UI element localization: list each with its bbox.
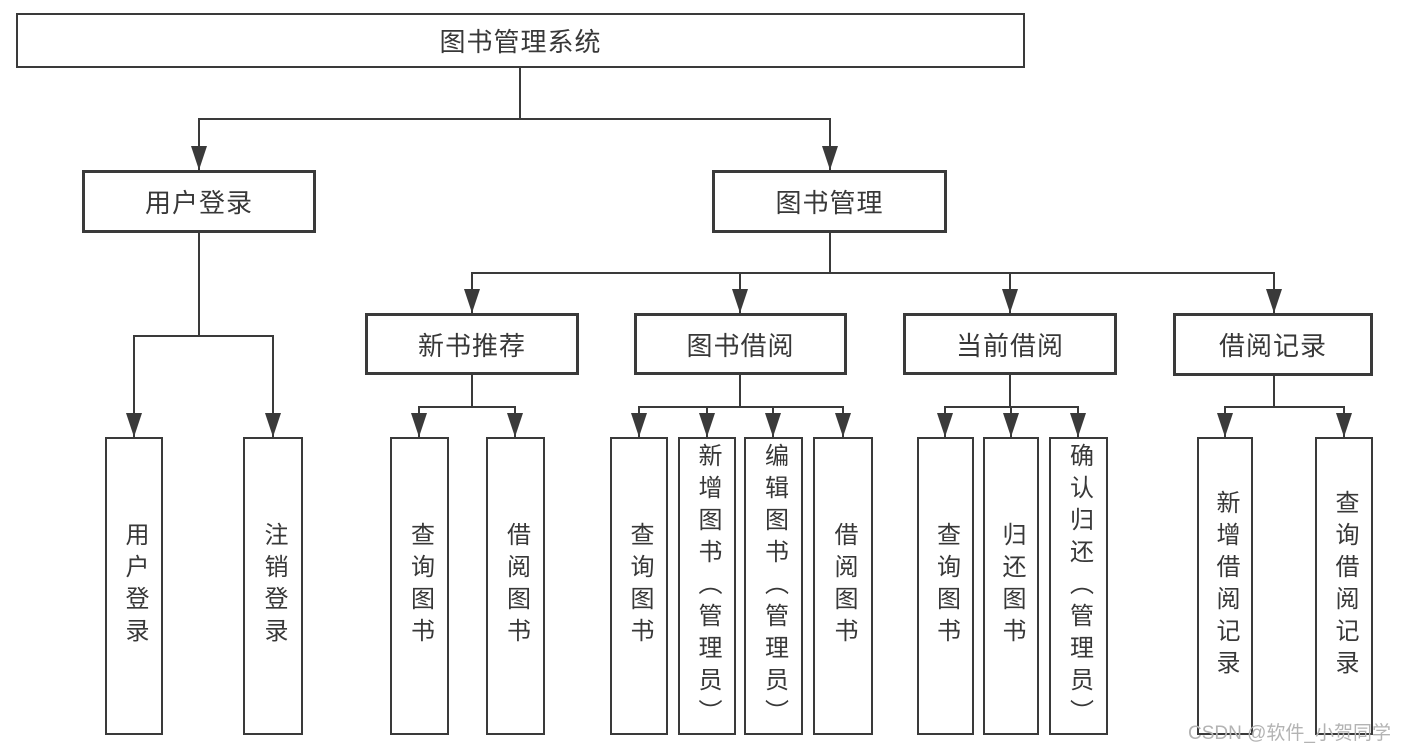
- leaf-borrowing-query-books: 查询图书: [610, 437, 668, 735]
- csdn-watermark: CSDN @软件_小贺同学: [1188, 723, 1391, 744]
- connector-line: [1224, 406, 1345, 408]
- leaf-recommend-borrow-books: 借阅图书: [486, 437, 545, 735]
- node-library-management-system: 图书管理系统: [16, 13, 1025, 68]
- node-book-borrowing: 图书借阅: [634, 313, 847, 375]
- node-new-book-recommend: 新书推荐: [365, 313, 579, 375]
- arrowhead-icon: [937, 413, 953, 437]
- arrowhead-icon: [732, 289, 748, 313]
- connector-line: [1273, 376, 1275, 408]
- connector-line: [829, 118, 831, 170]
- connector-line: [198, 233, 200, 336]
- arrowhead-icon: [265, 413, 281, 437]
- leaf-current-confirm-return-admin: 确认归还（管理员）: [1049, 437, 1108, 735]
- connector-line: [418, 406, 516, 408]
- arrowhead-icon: [1336, 413, 1352, 437]
- connector-line: [198, 118, 831, 120]
- leaf-borrowing-add-books-admin: 新增图书（管理员）: [678, 437, 736, 735]
- arrowhead-icon: [507, 413, 523, 437]
- leaf-current-query-books: 查询图书: [917, 437, 974, 735]
- arrowhead-icon: [835, 413, 851, 437]
- arrowhead-icon: [699, 413, 715, 437]
- arrowhead-icon: [1002, 289, 1018, 313]
- arrowhead-icon: [411, 413, 427, 437]
- node-current-borrowing: 当前借阅: [903, 313, 1117, 375]
- connector-line: [519, 68, 521, 119]
- leaf-logout: 注销登录: [243, 437, 303, 735]
- connector-line: [471, 375, 473, 408]
- connector-line: [471, 272, 1275, 274]
- connector-line: [1009, 375, 1011, 408]
- arrowhead-icon: [464, 289, 480, 313]
- connector-line: [272, 335, 274, 437]
- node-user-login: 用户登录: [82, 170, 316, 233]
- leaf-borrowing-borrow-books: 借阅图书: [813, 437, 873, 735]
- arrowhead-icon: [1266, 289, 1282, 313]
- leaf-records-add-borrow-record: 新增借阅记录: [1197, 437, 1253, 735]
- arrowhead-icon: [1070, 413, 1086, 437]
- arrowhead-icon: [126, 413, 142, 437]
- node-borrowing-records: 借阅记录: [1173, 313, 1373, 376]
- connector-line: [638, 406, 844, 408]
- leaf-records-query-borrow-record: 查询借阅记录: [1315, 437, 1373, 735]
- connector-line: [133, 335, 274, 337]
- connector-line: [198, 118, 200, 170]
- arrowhead-icon: [1003, 413, 1019, 437]
- arrowhead-icon: [191, 146, 207, 170]
- node-book-management: 图书管理: [712, 170, 947, 233]
- arrowhead-icon: [1217, 413, 1233, 437]
- arrowhead-icon: [765, 413, 781, 437]
- connector-line: [829, 233, 831, 273]
- leaf-user-login: 用户登录: [105, 437, 163, 735]
- leaf-borrowing-edit-books-admin: 编辑图书（管理员）: [744, 437, 803, 735]
- arrowhead-icon: [631, 413, 647, 437]
- leaf-recommend-query-books: 查询图书: [390, 437, 449, 735]
- connector-line: [133, 335, 135, 437]
- connector-line: [739, 375, 741, 408]
- leaf-current-return-books: 归还图书: [983, 437, 1039, 735]
- arrowhead-icon: [822, 146, 838, 170]
